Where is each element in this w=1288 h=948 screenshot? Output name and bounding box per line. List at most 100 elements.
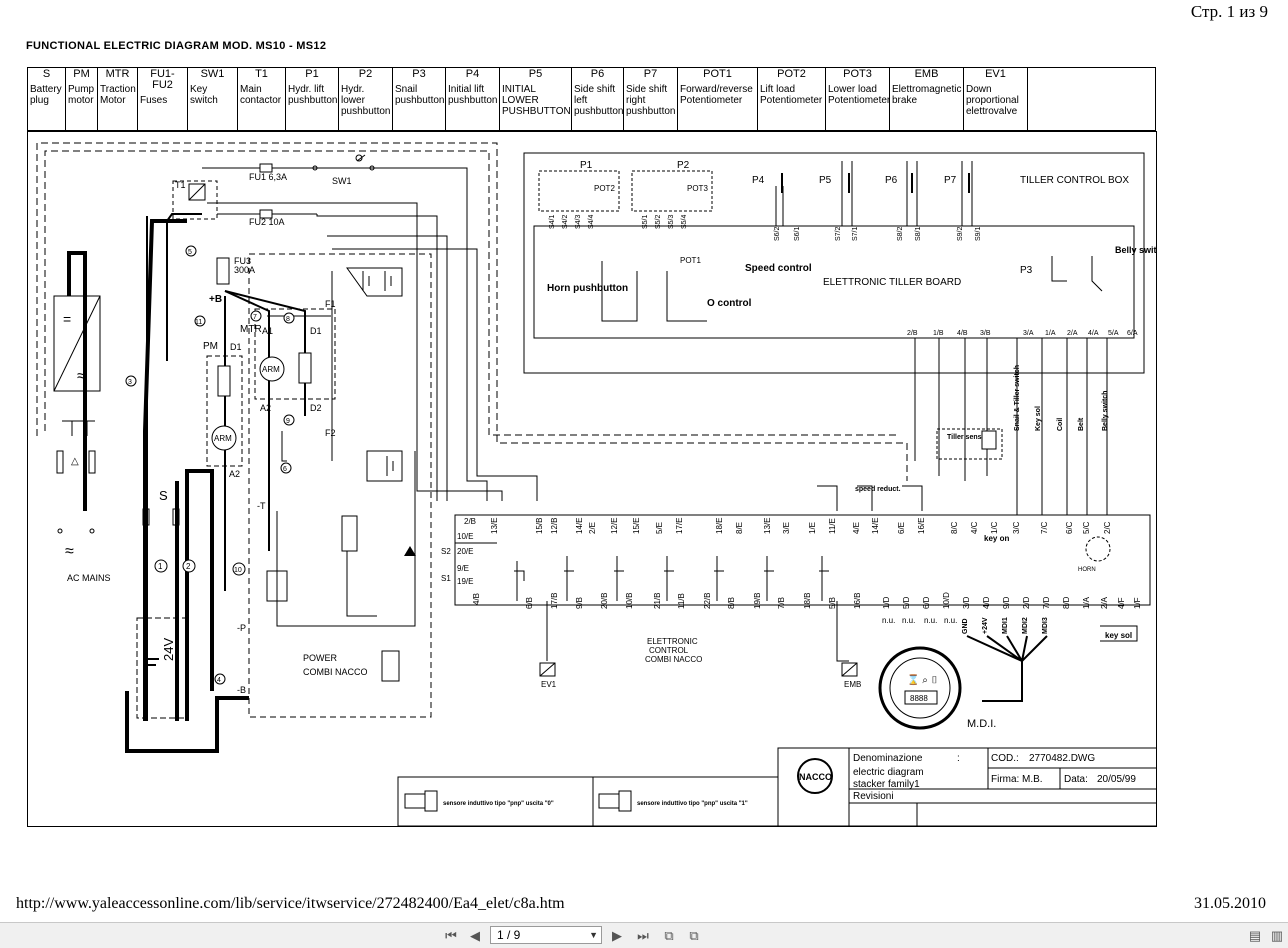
svg-text:11/B: 11/B xyxy=(677,593,686,609)
svg-text:6/A: 6/A xyxy=(1127,330,1138,337)
svg-text:Tiller sensor: Tiller sensor xyxy=(947,434,989,441)
svg-text:1/D: 1/D xyxy=(882,596,891,609)
svg-text:ELETTRONIC: ELETTRONIC xyxy=(647,637,698,646)
svg-text:18/E: 18/E xyxy=(715,518,724,534)
svg-text:12/B: 12/B xyxy=(550,518,559,534)
first-page-icon[interactable]: ⏮ xyxy=(445,928,457,943)
svg-text:electric diagram: electric diagram xyxy=(853,767,924,778)
fit-page-icon[interactable]: ⧉ xyxy=(664,928,674,943)
svg-text:S7/1: S7/1 xyxy=(852,226,859,241)
svg-text:9/E: 9/E xyxy=(457,564,469,573)
svg-text:2: 2 xyxy=(186,562,191,571)
svg-text:7/C: 7/C xyxy=(1040,521,1049,534)
svg-text:key sol: key sol xyxy=(1105,631,1132,640)
tiller-control-box: TILLER CONTROL BOX ELETTRONIC TILLER BOA… xyxy=(523,152,1157,374)
chevron-down-icon: ▼ xyxy=(589,930,598,940)
svg-text:19/E: 19/E xyxy=(457,577,473,586)
svg-text:S4/1: S4/1 xyxy=(549,214,556,229)
svg-text:S: S xyxy=(159,488,168,503)
ac-mains-label: AC MAINS xyxy=(67,573,111,583)
last-page-icon[interactable]: ⏭ xyxy=(637,928,649,943)
connector-bottom-labels: 6/B 17/B 9/B 20/B 10/B 21/B 11/B 22/B 8/… xyxy=(525,592,1142,609)
svg-text:6/E: 6/E xyxy=(897,522,906,534)
battery-plug-s: S 1 2 xyxy=(142,488,196,573)
pump-motor-pm: ARM PM D1 A2 xyxy=(203,296,243,591)
svg-text:speed reduct.: speed reduct. xyxy=(855,486,901,493)
svg-text:n.u.: n.u. xyxy=(924,616,937,625)
svg-text:CONTROL: CONTROL xyxy=(649,646,689,655)
svg-text:13/E: 13/E xyxy=(490,518,499,534)
battery-24v: 24V xyxy=(136,617,188,719)
svg-text:n.u.: n.u. xyxy=(902,616,915,625)
svg-text:P4: P4 xyxy=(752,175,765,186)
svg-text:F2: F2 xyxy=(325,428,336,438)
svg-text:2/E: 2/E xyxy=(588,522,597,534)
svg-text:≈: ≈ xyxy=(77,368,86,385)
svg-text:S4/2: S4/2 xyxy=(562,214,569,229)
svg-text:n.u.: n.u. xyxy=(882,616,895,625)
svg-text:POT1: POT1 xyxy=(680,256,701,265)
svg-text:Snail & Tiller switch: Snail & Tiller switch xyxy=(1014,365,1021,431)
svg-text:6/D: 6/D xyxy=(922,596,931,609)
mdi-display: 8888 ⌛ ⌕ ▯ M.D.I. xyxy=(878,646,996,730)
svg-text:10/D: 10/D xyxy=(942,592,951,609)
svg-text:M.B.: M.B. xyxy=(1022,774,1043,785)
svg-text:+B: +B xyxy=(209,294,222,305)
svg-text:F1: F1 xyxy=(325,299,336,309)
svg-text:stacker family1: stacker family1 xyxy=(853,779,920,790)
tiller-connector-labels: S4/1 S4/2 S4/3 S4/4 S5/1 S5/2 S5/3 S5/4 … xyxy=(549,214,982,241)
svg-text:8/C: 8/C xyxy=(950,521,959,534)
continuous-page-icon[interactable]: ▥ xyxy=(1270,928,1284,943)
svg-text:FU2 10A: FU2 10A xyxy=(249,217,285,227)
next-page-icon[interactable]: ▶ xyxy=(612,928,622,943)
svg-text:2/C: 2/C xyxy=(1103,521,1112,534)
svg-text:12/E: 12/E xyxy=(610,518,619,534)
svg-text:9: 9 xyxy=(286,418,290,425)
svg-text:4/B: 4/B xyxy=(472,593,481,605)
svg-text:2/D: 2/D xyxy=(1022,596,1031,609)
svg-text:22/B: 22/B xyxy=(703,593,712,609)
svg-text:ARM: ARM xyxy=(214,434,232,443)
svg-text:Firma:: Firma: xyxy=(991,774,1019,785)
svg-text:S8/1: S8/1 xyxy=(915,226,922,241)
svg-text:3/B: 3/B xyxy=(980,330,991,337)
svg-text:11/E: 11/E xyxy=(828,518,837,534)
svg-text:16/B: 16/B xyxy=(853,593,862,609)
svg-text:8888: 8888 xyxy=(910,694,928,703)
tiller-wire-labels: Snail & Tiller switch Key sol Coil Belt … xyxy=(1014,365,1109,431)
page-selector[interactable]: 1 / 9▼ xyxy=(490,926,602,944)
svg-text:8/D: 8/D xyxy=(1062,596,1071,609)
svg-text:17/B: 17/B xyxy=(550,593,559,609)
svg-text:5/C: 5/C xyxy=(1082,521,1091,534)
svg-text:10/E: 10/E xyxy=(457,532,473,541)
svg-text:△: △ xyxy=(71,456,79,467)
svg-text:-P: -P xyxy=(237,623,246,633)
svg-text:1: 1 xyxy=(158,562,163,571)
svg-text:Data:: Data: xyxy=(1064,774,1088,785)
svg-text:8/B: 8/B xyxy=(727,597,736,609)
prev-page-icon[interactable]: ◀ xyxy=(470,928,480,943)
svg-text:5: 5 xyxy=(188,249,192,256)
svg-text:=: = xyxy=(63,311,71,327)
print-date: 31.05.2010 xyxy=(1194,895,1266,912)
svg-text:S4/3: S4/3 xyxy=(575,214,582,229)
svg-text:S2: S2 xyxy=(441,547,451,556)
source-url[interactable]: http://www.yaleaccessonline.com/lib/serv… xyxy=(16,895,565,912)
page-counter: Стр. 1 из 9 xyxy=(1190,2,1268,21)
svg-text:A2: A2 xyxy=(229,469,240,479)
svg-text:S5/1: S5/1 xyxy=(642,214,649,229)
svg-text:17/E: 17/E xyxy=(675,518,684,534)
svg-text:S1: S1 xyxy=(441,574,451,583)
svg-text:7/D: 7/D xyxy=(1042,596,1051,609)
svg-text:FU1 6,3A: FU1 6,3A xyxy=(249,172,287,182)
single-page-icon[interactable]: ▤ xyxy=(1248,928,1262,943)
svg-text:15/E: 15/E xyxy=(632,518,641,534)
traction-motor-mtr: ARM MTR A1 D1 D2 A2 F1 F2 xyxy=(224,290,336,551)
svg-text:8: 8 xyxy=(286,316,290,323)
fit-width-icon[interactable]: ⧉ xyxy=(689,928,699,943)
